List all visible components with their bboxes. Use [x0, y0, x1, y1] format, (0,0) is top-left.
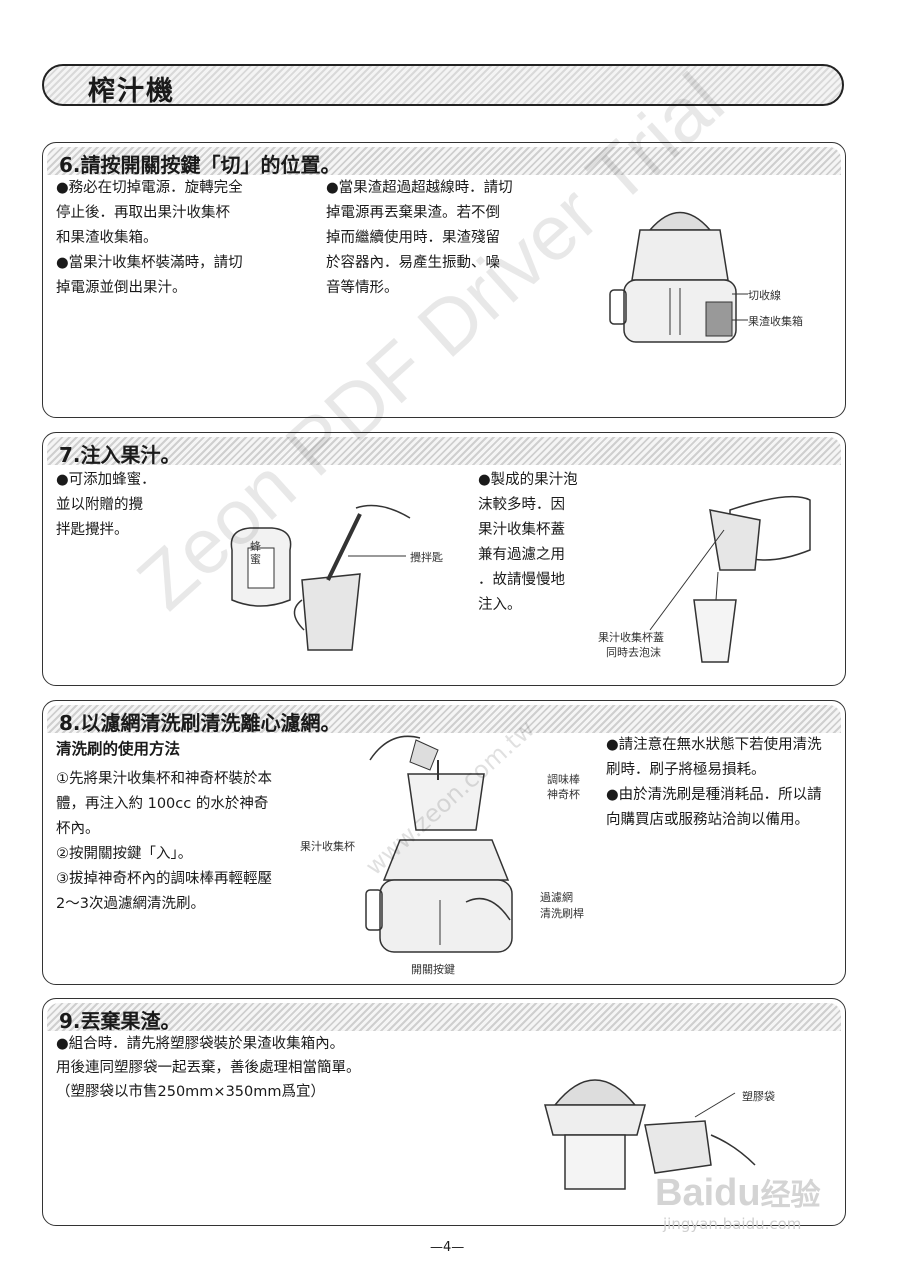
text-line: ●請注意在無水狀態下若使用清洗: [606, 737, 822, 753]
section-9: 9.丟棄果渣。: [42, 998, 846, 1226]
label-juice-cup-lid: 果汁收集杯蓋: [598, 631, 664, 644]
text-line: ●務必在切掉電源．旋轉完全: [56, 180, 243, 196]
text-line: ●當果渣超過超越線時．請切: [326, 180, 513, 196]
text-line: ③拔掉神奇杯內的調味棒再輕輕壓: [56, 871, 272, 887]
section-6-header: 6.請按開關按鍵「切」的位置。: [47, 147, 841, 177]
text-line: 向購買店或服務站洽詢以備用。: [606, 812, 809, 828]
text-line: 刷時．刷子將極易損耗。: [606, 762, 766, 778]
section-6: 6.請按開關按鍵「切」的位置。: [42, 142, 846, 418]
honey-jar-and-cup-illustration: [230, 504, 411, 651]
juicer-illustration-6: [609, 211, 748, 343]
section-8-notes: ●請注意在無水狀態下若使用清洗 刷時．刷子將極易損耗。 ●由於清洗刷是種消耗品．…: [606, 733, 822, 833]
cleaning-brush-illustration: [365, 735, 513, 953]
text-line: 於容器內．易產生振動、噪: [326, 255, 500, 271]
text-line: 掉電源並倒出果汁。: [56, 280, 187, 296]
text-line: ●可添加蜂蜜．: [56, 472, 156, 488]
label-juice-cup: 果汁收集杯: [300, 840, 355, 853]
text-line: 注入。: [478, 597, 522, 613]
text-line: ①先將果汁收集杯和神奇杯裝於本: [56, 771, 272, 787]
text-line: ●製成的果汁泡: [478, 472, 578, 488]
section-6-col1: ●務必在切掉電源．旋轉完全 停止後．再取出果汁收集杯 和果渣收集箱。 ●當果汁收…: [56, 176, 243, 301]
baidu-logo-brand: Baidu: [655, 1172, 761, 1214]
pouring-juice-illustration: [649, 495, 811, 663]
label-stirring-spoon: 攪拌匙: [410, 551, 443, 564]
text-line: 體，再注入約 100cc 的水於神奇: [56, 796, 269, 812]
text-line: 沫較多時．因: [478, 497, 565, 513]
section-7-heading: 7.注入果汁。: [59, 443, 181, 467]
label-magic-cup: 神奇杯: [547, 788, 580, 801]
baidu-logo-cn: 经验: [760, 1179, 821, 1212]
section-7-col1: ●可添加蜂蜜． 並以附贈的攪 拌匙攪拌。: [56, 468, 156, 543]
label-brush-rod: 清洗刷桿: [540, 907, 584, 920]
section-8-steps: ①先將果汁收集杯和神奇杯裝於本 體，再注入約 100cc 的水於神奇 杯內。 ②…: [56, 767, 272, 917]
text-line: 杯內。: [56, 821, 100, 837]
label-remove-foam: 同時去泡沫: [606, 646, 661, 659]
text-line: 並以附贈的攪: [56, 497, 143, 513]
text-line: 停止後．再取出果汁收集杯: [56, 205, 230, 221]
baidu-logo-url: jingyan.baidu.com: [663, 1215, 802, 1233]
section-6-col2: ●當果渣超過超越線時．請切 掉電源再丟棄果渣。若不倒 掉而繼續使用時．果渣殘留 …: [326, 176, 513, 301]
text-line: ●當果汁收集杯裝滿時，請切: [56, 255, 243, 271]
section-7-col2: ●製成的果汁泡 沫較多時．因 果汁收集杯蓋 兼有過濾之用 ．故請慢慢地 注入。: [478, 468, 578, 618]
section-8-heading: 8.以濾網清洗刷清洗離心濾網。: [59, 711, 341, 735]
section-7-header: 7.注入果汁。: [47, 437, 841, 467]
text-line: ●組合時．請先將塑膠袋裝於果渣收集箱內。: [56, 1036, 345, 1052]
section-8: 8.以濾網清洗刷清洗離心濾網。: [42, 700, 846, 985]
honey-jar-label-text: 蜂蜜: [250, 540, 261, 566]
section-9-lines: ●組合時．請先將塑膠袋裝於果渣收集箱內。 用後連同塑膠袋一起丟棄，善後處理相當簡…: [56, 1032, 361, 1104]
section-9-header: 9.丟棄果渣。: [47, 1003, 841, 1033]
text-line: 音等情形。: [326, 280, 399, 296]
label-honey-jar: 蜂蜜: [230, 540, 262, 566]
text-line: 掉電源再丟棄果渣。若不倒: [326, 205, 500, 221]
section-8-header: 8.以濾網清洗刷清洗離心濾網。: [47, 705, 841, 735]
label-seasoning-stick: 調味棒: [547, 773, 580, 786]
label-plastic-bag: 塑膠袋: [742, 1090, 775, 1103]
plastic-bag-illustration: [544, 1079, 756, 1190]
label-cut-line: 切收線: [748, 289, 781, 302]
page-title-bar: 榨汁機: [42, 64, 844, 107]
baidu-logo: Baidu经验 jingyan.baidu.com: [655, 1170, 821, 1233]
text-line: 和果渣收集箱。: [56, 230, 158, 246]
section-7: 7.注入果汁。: [42, 432, 846, 686]
label-filter: 過濾網: [540, 891, 573, 904]
text-line: 兼有過濾之用: [478, 547, 565, 563]
section-8-subtitle: 清洗刷的使用方法: [56, 740, 181, 758]
text-line: （塑膠袋以市售250mm×350mm爲宜）: [56, 1084, 325, 1100]
page-number: —4—: [430, 1240, 465, 1255]
text-line: 果汁收集杯蓋: [478, 522, 565, 538]
text-line: 掉而繼續使用時．果渣殘留: [326, 230, 500, 246]
text-line: 2～3次過濾網清洗刷。: [56, 896, 205, 912]
section-6-heading: 6.請按開關按鍵「切」的位置。: [59, 153, 341, 177]
text-line: 用後連同塑膠袋一起丟棄，善後處理相當簡單。: [56, 1060, 361, 1076]
label-residue-box: 果渣收集箱: [748, 315, 803, 328]
label-switch-key: 開關按鍵: [411, 963, 455, 976]
text-line: 拌匙攪拌。: [56, 522, 129, 538]
text-line: ②按開關按鍵「入」。: [56, 846, 193, 862]
text-line: ．故請慢慢地: [478, 572, 565, 588]
text-line: ●由於清洗刷是種消耗品．所以請: [606, 787, 822, 803]
section-9-heading: 9.丟棄果渣。: [59, 1009, 181, 1033]
page-title: 榨汁機: [88, 76, 175, 107]
